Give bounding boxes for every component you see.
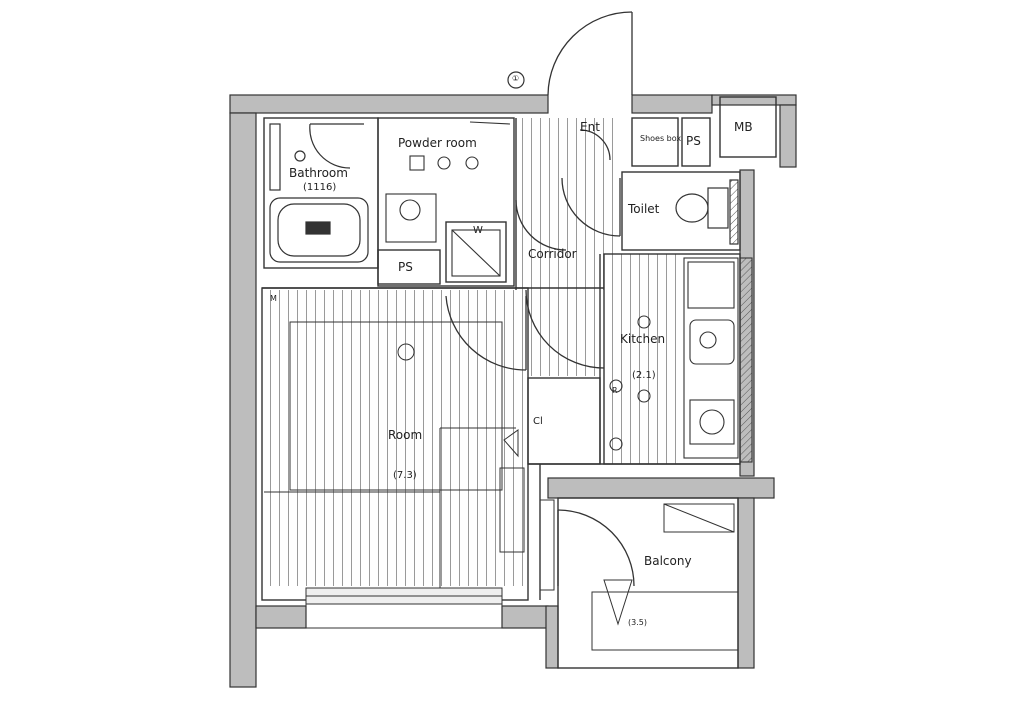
- ent-door-arc: [579, 129, 611, 161]
- balcony-unit: [663, 503, 735, 533]
- left-wall: [229, 112, 257, 688]
- balcony-top-wall: [547, 477, 775, 499]
- balcony-door-arc: [557, 509, 635, 587]
- balcony-rail: [591, 591, 739, 651]
- washer-inner: [451, 229, 501, 277]
- bath-shelf: [269, 123, 281, 191]
- toilet-tank: [707, 187, 729, 229]
- bathroom-size-label: (1116): [303, 182, 337, 193]
- toilet-bowl: [675, 193, 709, 223]
- balcony-triangle: [603, 579, 633, 626]
- kitchen-stove: [689, 399, 735, 445]
- room-inner-boundary: [289, 321, 503, 491]
- ps-top-label: PS: [686, 134, 701, 148]
- powder-room-box: [377, 117, 515, 287]
- room-switch: [503, 429, 519, 458]
- bathtub-inner: [277, 203, 361, 257]
- powder-door-arc: [515, 199, 567, 251]
- room-side-closet: [499, 467, 525, 553]
- top-wall-right: [631, 94, 713, 114]
- basin-bowl: [399, 199, 421, 221]
- kitchen-outlet-2: [637, 389, 651, 403]
- vanity-drawer: [409, 155, 425, 171]
- shoes-box-label: Shoes box: [640, 134, 682, 143]
- room-door-arc: [445, 295, 527, 371]
- entrance-label: Ent: [580, 120, 600, 134]
- bottom-sill: [305, 603, 503, 629]
- mb-right-wall: [779, 104, 797, 168]
- kitchen-vent: [637, 315, 651, 329]
- powder-room-label: Powder room: [398, 136, 477, 150]
- north-mark: [507, 71, 525, 89]
- bottom-wall-mid: [501, 605, 549, 629]
- kitchen-floor: [604, 254, 682, 464]
- room-details: [264, 321, 739, 651]
- toilet-rail: [729, 179, 739, 245]
- ceiling-light: [397, 343, 415, 361]
- bath-door-arc: [309, 123, 351, 169]
- balcony-size-label: (3.5): [628, 618, 647, 627]
- bath-control: [305, 221, 331, 235]
- bathroom-box: [263, 117, 379, 269]
- doors: [445, 11, 635, 587]
- bathtub: [269, 197, 369, 263]
- washer-label: W: [473, 225, 483, 236]
- bathroom-fixtures: [269, 123, 369, 263]
- entrance-door-arc: [547, 11, 633, 96]
- corridor-label: Corridor: [528, 247, 577, 261]
- room-floor: [264, 290, 526, 586]
- balcony-sliding-frame: [539, 499, 555, 591]
- kitchen-label: Kitchen: [620, 332, 666, 346]
- room-size-label: (7.3): [393, 470, 417, 481]
- burner: [699, 409, 725, 435]
- ps-bath-label: PS: [398, 260, 413, 274]
- mb-label: MB: [734, 120, 753, 134]
- vanity-knob-2: [465, 156, 479, 170]
- washer-box: [445, 221, 507, 283]
- balcony-outline: [557, 497, 739, 669]
- powder-room-fixtures: [385, 121, 511, 277]
- washbasin: [385, 193, 437, 243]
- kitchen-fixtures: [609, 257, 753, 463]
- kitchen-size-label: (2.1): [632, 370, 656, 381]
- toilet-box: [621, 171, 741, 251]
- balcony-label: Balcony: [644, 554, 692, 568]
- north-mark-label: ①: [512, 74, 520, 83]
- sink-drain: [699, 331, 717, 349]
- kitchen-counter: [683, 257, 739, 459]
- toilet-label: Toilet: [628, 202, 660, 216]
- ps-box-top: [681, 117, 711, 167]
- kitchen-outlet-3: [609, 437, 623, 451]
- kitchen-right-hatch: [739, 257, 753, 463]
- room-label: Room: [388, 428, 423, 442]
- shower-head: [294, 150, 306, 162]
- top-wall-left: [229, 94, 549, 114]
- toilet-door-arc: [561, 177, 621, 237]
- corridor-lower-floor: [526, 290, 602, 376]
- closet-label: Cl: [533, 416, 543, 427]
- bottom-wall-left: [255, 605, 307, 629]
- shoes-box: [631, 117, 679, 167]
- kitchen-shelf-top: [687, 261, 735, 309]
- ps-bath-box: [377, 249, 441, 285]
- balcony-left-wall: [545, 605, 559, 669]
- kitchen-sink: [689, 319, 735, 365]
- corridor-door-arc: [525, 289, 605, 369]
- room-mark: M: [270, 294, 277, 303]
- floor-patterns: [264, 118, 682, 586]
- refrigerator-mark: R: [612, 386, 618, 395]
- top-wall-mb: [711, 94, 797, 106]
- vanity-knob-1: [437, 156, 451, 170]
- mb-box: [719, 96, 777, 158]
- kitchen-outlet-1: [609, 379, 623, 393]
- toilet-fixtures: [675, 179, 739, 245]
- balcony-right-post: [737, 497, 755, 669]
- corridor-floor: [518, 118, 616, 290]
- bathroom-label: Bathroom: [289, 166, 348, 180]
